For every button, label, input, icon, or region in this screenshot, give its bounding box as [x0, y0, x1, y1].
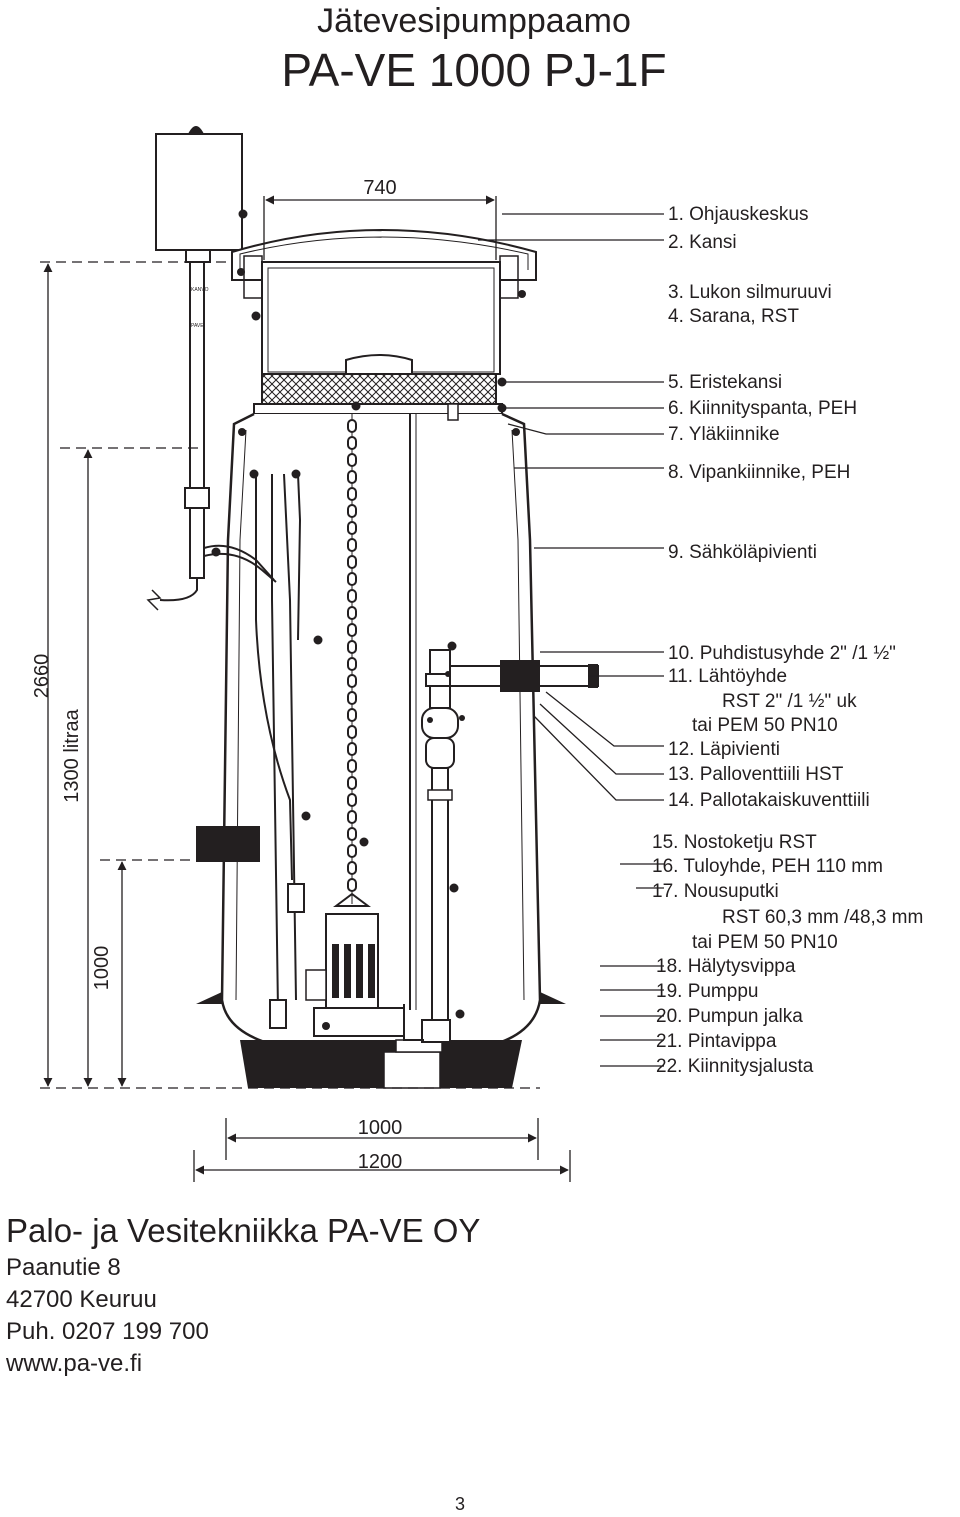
chain-link — [347, 419, 357, 433]
chain-link — [347, 521, 357, 535]
legend-item-18: 18. Hälytysvippa — [656, 956, 796, 977]
legend-item-22: 22. Kiinnitysjalusta — [656, 1056, 814, 1077]
tank-lid — [231, 229, 537, 375]
dim-total-height: 2660 — [31, 654, 53, 699]
legend-item-7: 7. Yläkiinnike — [668, 424, 780, 445]
legend-item-15: 15. Nostoketju RST — [652, 832, 817, 853]
legend-item-3: 3. Lukon silmuruuvi — [668, 282, 832, 303]
inlet-connection — [196, 826, 260, 862]
legend-item-17-line-3: tai PEM 50 PN10 — [692, 932, 838, 953]
legend-item-11: 11. Lähtöyhde — [668, 666, 788, 687]
page-number: 3 — [455, 1494, 466, 1514]
chain-link — [347, 504, 357, 518]
chain-link — [347, 844, 357, 858]
control-box: KANVO PAVE — [146, 126, 243, 611]
legend-item-4: 4. Sarana, RST — [668, 306, 799, 327]
chain-link — [347, 555, 357, 569]
company-website[interactable]: www.pa-ve.fi — [6, 1350, 143, 1377]
legend-item-16: 16. Tuloyhde, PEH 110 mm — [652, 856, 883, 877]
chain-link — [347, 725, 357, 739]
chain-link — [347, 640, 357, 654]
legend-item-11-line-3: tai PEM 50 PN10 — [692, 715, 838, 736]
chain-link — [347, 623, 357, 637]
legend-item-21: 21. Pintavippa — [656, 1031, 777, 1052]
dimension-lines — [40, 195, 571, 1182]
chain-link — [347, 589, 357, 603]
company-city: 42700 Keuruu — [6, 1286, 157, 1313]
company-street: Paanutie 8 — [6, 1254, 121, 1281]
legend-item-8: 8. Vipankiinnike, PEH — [668, 462, 851, 483]
chain-link — [347, 674, 357, 688]
chain-link — [347, 657, 357, 671]
dim-base-1200: 1200 — [358, 1151, 403, 1173]
control-box-label-pave: PAVE — [191, 323, 204, 329]
legend-item-19: 19. Pumppu — [656, 981, 759, 1002]
legend-item-1: 1. Ohjauskeskus — [668, 204, 809, 225]
chain-link — [347, 776, 357, 790]
legend-item-11-line-2: RST 2" /1 ½" uk — [722, 691, 857, 712]
chain-link — [347, 538, 357, 552]
leader-lines — [478, 213, 664, 1067]
chain-links — [347, 419, 357, 892]
dim-height-1000: 1000 — [91, 946, 113, 991]
dim-top-width: 740 — [363, 177, 396, 199]
tank-body — [196, 412, 566, 1089]
chain-link — [347, 810, 357, 824]
cables — [203, 473, 305, 1029]
legend-item-20: 20. Pumpun jalka — [656, 1006, 803, 1027]
legend-item-2: 2. Kansi — [668, 232, 737, 253]
chain-link — [347, 742, 357, 756]
chain-link — [347, 436, 357, 450]
chain-link — [347, 470, 357, 484]
company-name: Palo- ja Vesitekniikka PA-VE OY — [6, 1212, 481, 1249]
chain-link — [347, 759, 357, 773]
chain-link — [347, 827, 357, 841]
chain-link — [347, 861, 357, 875]
title-line-2: PA-VE 1000 PJ-1F — [281, 44, 667, 96]
callout-dots — [211, 209, 507, 1019]
legend-item-13: 13. Palloventtiili HST — [668, 764, 844, 785]
legend-item-5: 5. Eristekansi — [668, 372, 783, 393]
legend-item-10: 10. Puhdistusyhde 2" /1 ½" — [668, 643, 896, 664]
dim-base-1000: 1000 — [358, 1117, 403, 1139]
chain-link — [347, 572, 357, 586]
dim-volume: 1300 litraa — [61, 708, 83, 802]
control-box-label-kanvo: KANVO — [191, 287, 209, 293]
legend-item-17: 17. Nousuputki — [652, 881, 779, 902]
riser-pipe — [403, 403, 465, 1043]
title-line-1: Jätevesipumppaamo — [317, 2, 631, 40]
legend-item-6: 6. Kiinnityspanta, PEH — [668, 398, 858, 419]
legend-item-17-line-2: RST 60,3 mm /48,3 mm — [722, 907, 924, 928]
legend-item-14: 14. Pallotakaiskuventtiili — [668, 790, 870, 811]
chain-link — [347, 708, 357, 722]
chain-link — [347, 793, 357, 807]
legend-item-12: 12. Läpivienti — [668, 739, 780, 760]
legend-item-9: 9. Sähköläpivienti — [668, 542, 817, 563]
chain-link — [347, 878, 357, 892]
company-phone: Puh. 0207 199 700 — [6, 1318, 209, 1345]
chain-link — [347, 453, 357, 467]
chain-link — [347, 606, 357, 620]
chain-link — [347, 487, 357, 501]
chain-link — [347, 691, 357, 705]
